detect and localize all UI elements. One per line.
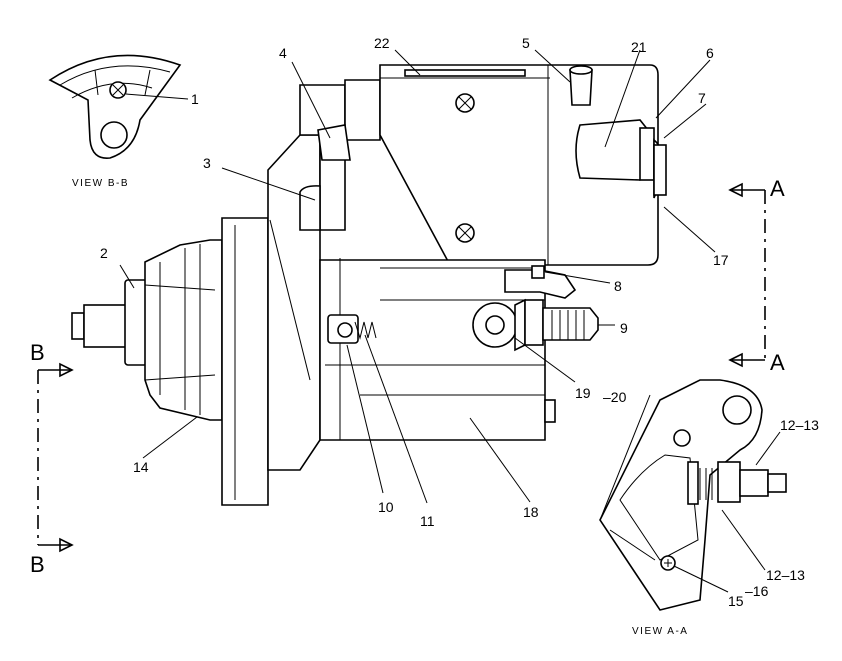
callout-11: 11 bbox=[420, 513, 435, 529]
view-aa-title: VIEW A-A bbox=[632, 626, 688, 637]
callout-14: 14 bbox=[133, 459, 149, 475]
section-a-bottom: A bbox=[770, 350, 785, 375]
callout-12-13-bottom: 12–13 bbox=[766, 567, 805, 583]
section-b-top: B bbox=[30, 340, 45, 365]
view-bb-detail bbox=[48, 54, 182, 159]
callout-8: 8 bbox=[614, 278, 622, 294]
starter-body bbox=[71, 64, 667, 506]
view-bb-title: VIEW B-B bbox=[72, 178, 129, 189]
view-aa-detail bbox=[599, 379, 787, 611]
callout-18: 18 bbox=[523, 504, 539, 520]
section-b-marker bbox=[37, 362, 74, 553]
section-letters: A A B B bbox=[30, 176, 785, 577]
callout-10: 10 bbox=[378, 499, 394, 515]
callout-1: 1 bbox=[191, 91, 199, 107]
callout-17: 17 bbox=[713, 252, 729, 268]
callout-22: 22 bbox=[374, 35, 390, 51]
callout-2: 2 bbox=[100, 245, 108, 261]
section-a-marker bbox=[728, 182, 766, 368]
callout-labels: 1 2 3 4 5 6 7 8 9 10 11 14 17 18 19 –20 … bbox=[100, 35, 819, 609]
callout-20: –20 bbox=[603, 389, 627, 405]
callout-7: 7 bbox=[698, 90, 706, 106]
view-titles: VIEW B-B VIEW A-A bbox=[72, 178, 688, 637]
callout-20-value: 20 bbox=[611, 389, 627, 405]
callout-5: 5 bbox=[522, 35, 530, 51]
callout-4: 4 bbox=[279, 45, 287, 61]
callout-12-13-top: 12–13 bbox=[780, 417, 819, 433]
callout-9: 9 bbox=[620, 320, 628, 336]
callout-15: 15 bbox=[728, 593, 744, 609]
leader-lines bbox=[119, 49, 781, 593]
callout-3: 3 bbox=[203, 155, 211, 171]
callout-16: –16 bbox=[745, 583, 769, 599]
section-b-bottom: B bbox=[30, 552, 45, 577]
callout-21: 21 bbox=[631, 39, 647, 55]
callout-19: 19 bbox=[575, 385, 591, 401]
callout-6: 6 bbox=[706, 45, 714, 61]
section-a-top: A bbox=[770, 176, 785, 201]
